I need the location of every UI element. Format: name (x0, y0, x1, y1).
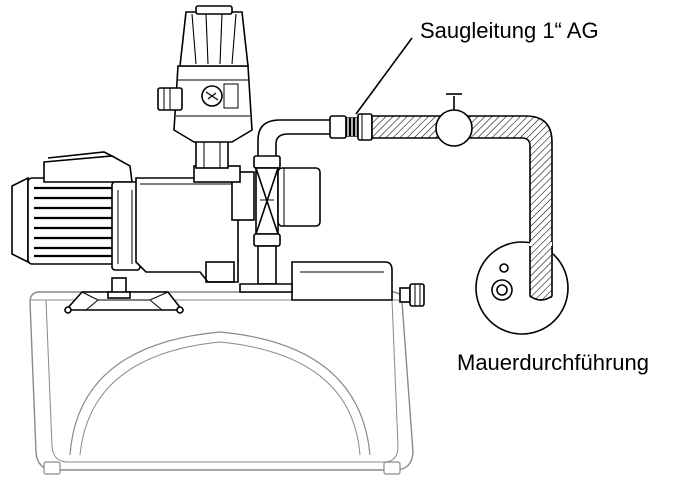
connecting-pipe (257, 119, 332, 156)
pipe-union (329, 113, 373, 141)
wall-feedthrough (475, 241, 569, 335)
pump-housing (135, 165, 255, 283)
suction-line-label: Saugleitung 1“ AG (420, 18, 599, 43)
water-tank (29, 261, 414, 475)
tank-side-fitting (399, 283, 425, 307)
wall-feedthrough-label: Mauerdurchführung (457, 350, 650, 375)
pressure-controller (157, 5, 253, 169)
vertical-pipe-assembly (239, 155, 321, 293)
pump-motor (11, 151, 141, 271)
pump-base (64, 277, 184, 314)
suction-line-leader (355, 37, 413, 115)
ball-valve (435, 93, 473, 147)
